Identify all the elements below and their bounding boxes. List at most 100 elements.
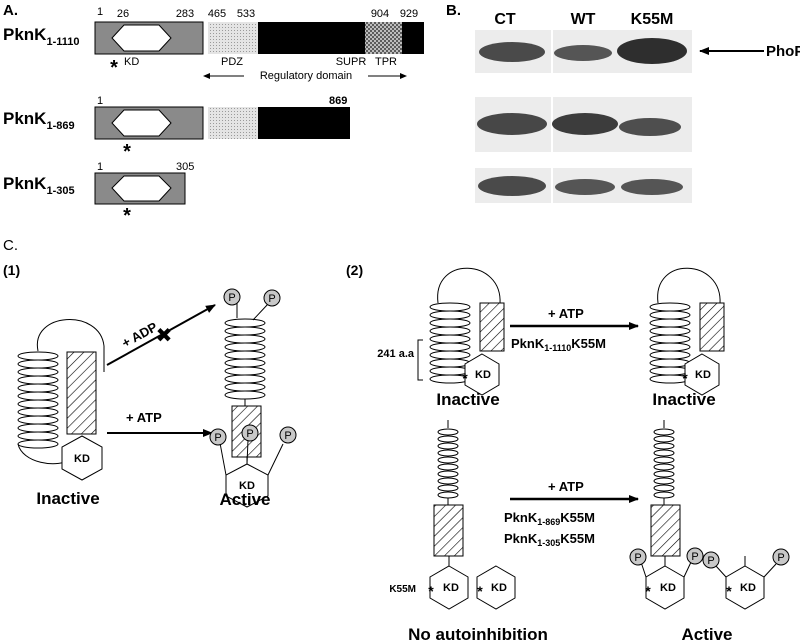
pos-465: 465	[208, 8, 226, 20]
phospho-label: P	[246, 428, 253, 440]
mutant-869-label: PknK1-869K55M	[504, 510, 595, 527]
pos-869-start: 1	[97, 95, 103, 107]
phospho-circle	[772, 548, 790, 566]
phop-label: PhoP	[766, 43, 800, 60]
phospho-circle	[702, 551, 720, 569]
star-mark: *	[428, 583, 434, 599]
active-structure-1	[219, 302, 284, 508]
lane-ct-label: CT	[494, 11, 516, 28]
construct-305-label: PknK1-305	[3, 174, 75, 197]
kd-label: KD	[740, 582, 756, 594]
lane-k55m-label: K55M	[631, 11, 674, 28]
length-label: 241 a.a	[377, 348, 415, 360]
tpr-label: TPR	[375, 56, 397, 68]
band-ct-2	[477, 113, 547, 135]
inactive-label-2b: Inactive	[652, 390, 715, 409]
c-term-segment	[402, 22, 424, 54]
truncated-structure-869	[429, 420, 469, 610]
pos-305-start: 1	[97, 161, 103, 173]
pos-904: 904	[371, 8, 389, 20]
adp-blocked-mark: ✖	[156, 325, 173, 347]
atp-label-1: + ATP	[126, 410, 162, 425]
kd-label: KD	[491, 582, 507, 594]
no-autoinhibition-label: No autoinhibition	[408, 625, 548, 643]
band-k55m-1	[617, 38, 687, 64]
active-label-1: Active	[219, 490, 270, 509]
kd-label: KD	[239, 480, 255, 492]
construct-1110-label: PknK1-1110	[3, 25, 80, 48]
kd-label: KD	[695, 369, 711, 381]
phospho-circle	[241, 424, 259, 442]
phospho-label: P	[228, 292, 235, 304]
phospho-label: P	[691, 551, 698, 563]
pos-283: 283	[176, 8, 194, 20]
band-ct-1	[479, 42, 545, 62]
supr-label: SUPR	[336, 56, 367, 68]
mutant-305-label: PknK1-305K55M	[504, 531, 595, 548]
kd-305-hexagon	[476, 565, 516, 610]
phospho-circle	[223, 288, 241, 306]
kinase-domain-hexagon	[111, 175, 172, 202]
regulatory-segment	[258, 22, 365, 54]
pos-929: 929	[400, 8, 418, 20]
kd-label: KD	[660, 582, 676, 594]
construct-869: PknK1-869 1 869 *	[3, 95, 350, 163]
construct-305: PknK1-305 1 305 *	[3, 161, 194, 227]
phospho-circle	[686, 547, 704, 565]
k55m-label: K55M	[389, 584, 416, 595]
pos-26: 26	[117, 8, 129, 20]
phospho-label: P	[284, 430, 291, 442]
construct-1110: PknK1-1110 1 26 283 465 533 904 929 * KD…	[3, 6, 424, 82]
inactive-structure-2b	[649, 267, 725, 396]
active-structure-869	[640, 420, 777, 610]
phospho-circle	[629, 548, 647, 566]
phospho-circle	[263, 289, 281, 307]
inactive-label-2a: Inactive	[436, 390, 499, 409]
atp-label-2b: + ATP	[548, 479, 584, 494]
band-k55m-3	[621, 179, 683, 195]
phospho-label: P	[214, 432, 221, 444]
phospho-label: P	[268, 293, 275, 305]
sub-2-label: (2)	[346, 262, 363, 278]
pos-533: 533	[237, 8, 255, 20]
pos-869-end: 869	[329, 95, 347, 107]
regulatory-domain-label: Regulatory domain	[260, 70, 352, 82]
kd-star: *	[123, 205, 131, 227]
phospho-circle	[279, 426, 297, 444]
kd-label: KD	[124, 56, 139, 68]
panel-a: A. PknK1-1110 1 26 283 465 533 904 929 *…	[3, 2, 424, 227]
inactive-structure-2a	[417, 267, 505, 396]
star-mark: *	[682, 370, 688, 386]
kd-label: KD	[443, 582, 459, 594]
phospho-circle	[209, 428, 227, 446]
pdz-segment	[208, 107, 258, 139]
pos-305-end: 305	[176, 161, 194, 173]
band-wt-1	[554, 45, 612, 61]
pos-1: 1	[97, 6, 103, 18]
construct-869-label: PknK1-869	[3, 109, 75, 132]
phospho-label: P	[634, 552, 641, 564]
kd-star: *	[123, 141, 131, 163]
adp-arrow	[106, 304, 216, 366]
star-mark: *	[477, 583, 483, 599]
band-wt-2	[552, 113, 618, 135]
inactive-label-1: Inactive	[36, 489, 99, 508]
kinase-domain-hexagon	[111, 24, 172, 52]
atp-label-2a: + ATP	[548, 306, 584, 321]
star-mark: *	[645, 583, 651, 599]
kinase-domain-hexagon	[111, 109, 172, 137]
tpr-segment	[365, 22, 402, 54]
panel-b: B. CT WT K55M PhoP	[446, 2, 800, 203]
band-ct-3	[478, 176, 546, 196]
mutant-full-label: PknK1-1110K55M	[511, 336, 606, 353]
band-wt-3	[555, 179, 615, 195]
sub-1-label: (1)	[3, 262, 20, 278]
phospho-label: P	[707, 555, 714, 567]
regulatory-label-bg	[244, 67, 368, 81]
band-k55m-2	[619, 118, 681, 136]
inactive-structure-1	[17, 319, 105, 481]
phospho-label: P	[777, 552, 784, 564]
regulatory-segment	[258, 107, 350, 139]
lane-wt-label: WT	[571, 11, 596, 28]
active-label-2: Active	[681, 625, 732, 643]
